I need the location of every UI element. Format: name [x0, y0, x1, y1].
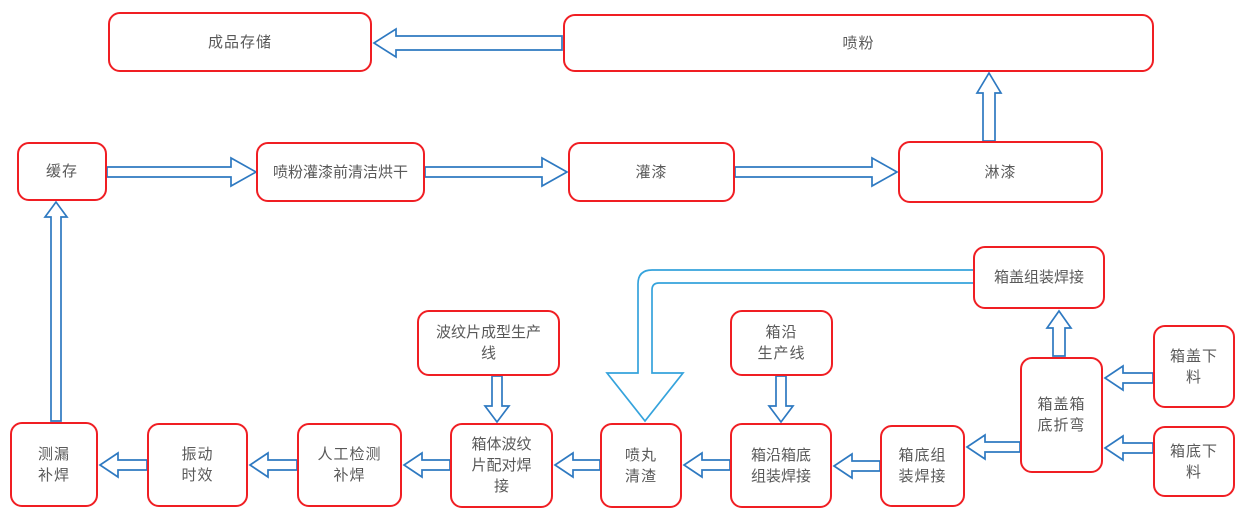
- node-buffer: 缓存: [17, 142, 107, 201]
- node-bottom-assembly-welding: 箱底组 装焊接: [880, 425, 965, 507]
- arrow-cleandry-to-paintfill: [424, 156, 569, 188]
- arrow-rimassembly-to-shotblast: [682, 451, 731, 479]
- arrow-pairing-to-manual: [402, 451, 451, 479]
- node-corrugated-sheet-line: 波纹片成型生产 线: [417, 310, 560, 376]
- node-body-corrugated-pair-weld: 箱体波纹 片配对焊 接: [450, 423, 553, 508]
- arrow-bottomblank-to-bending: [1103, 434, 1154, 462]
- node-lid-bottom-bending: 箱盖箱 底折弯: [1020, 357, 1103, 473]
- arrow-vibration-to-leaktest: [98, 451, 148, 479]
- node-lid-assembly-welding: 箱盖组装焊接: [973, 246, 1105, 309]
- arrow-paintfill-to-paintshower: [734, 156, 899, 188]
- node-paint-shower: 淋漆: [898, 141, 1103, 203]
- node-box-rim-line: 箱沿 生产线: [730, 310, 833, 376]
- node-clean-dry-before-spray: 喷粉灌漆前清洁烘干: [256, 142, 425, 202]
- arrow-manual-to-vibration: [248, 451, 298, 479]
- node-rim-bottom-assembly-welding: 箱沿箱底 组装焊接: [730, 423, 832, 508]
- arrow-buffer-to-cleandry: [106, 156, 258, 188]
- node-finished-storage: 成品存储: [108, 12, 372, 72]
- arrow-bottomassembly-to-rimassembly: [832, 452, 881, 480]
- node-vibration-aging: 振动 时效: [147, 423, 248, 507]
- arrow-powder-to-storage: [372, 27, 563, 59]
- node-paint-fill: 灌漆: [568, 142, 735, 202]
- arrow-leaktest-to-buffer: [43, 200, 69, 422]
- arrow-bending-to-lidassembly: [1045, 309, 1073, 357]
- node-lid-blanking: 箱盖下 料: [1153, 325, 1235, 408]
- node-bottom-blanking: 箱底下 料: [1153, 426, 1235, 497]
- arrow-lidassembly-to-shotblast: [605, 269, 973, 423]
- node-leak-test-repair-weld: 测漏 补焊: [10, 422, 98, 507]
- arrow-corrugatedline-to-pairing: [483, 375, 511, 424]
- node-powder-spray: 喷粉: [563, 14, 1154, 72]
- arrow-bending-to-bottomassembly: [965, 433, 1021, 461]
- arrow-rimline-to-rimassembly: [767, 375, 795, 424]
- arrow-lidblank-to-bending: [1103, 364, 1154, 392]
- node-shot-blast-cleaning: 喷丸 清渣: [600, 423, 682, 508]
- node-manual-inspect-repair-weld: 人工检测 补焊: [297, 423, 402, 507]
- arrow-paintshower-to-powder: [975, 71, 1003, 142]
- arrow-shotblast-to-pairing: [553, 451, 601, 479]
